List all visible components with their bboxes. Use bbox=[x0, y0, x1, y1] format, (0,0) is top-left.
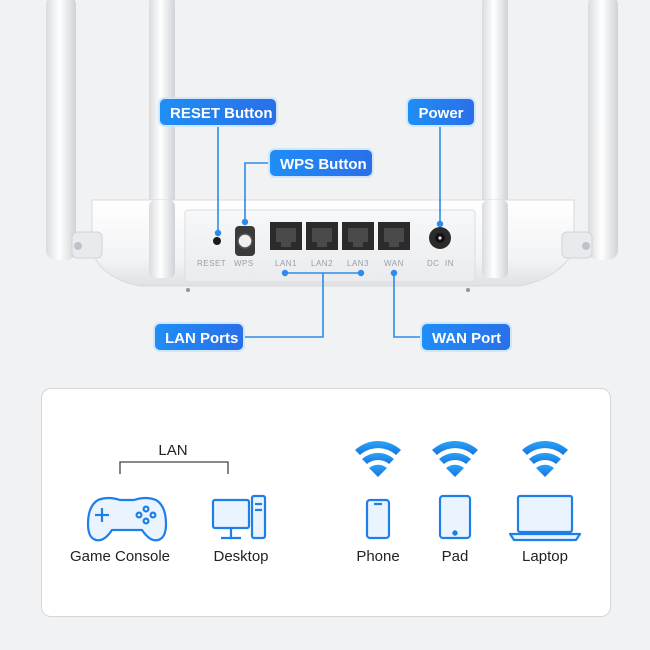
lan-group-title: LAN bbox=[158, 442, 188, 459]
lan-bracket bbox=[119, 461, 229, 474]
phone-icon bbox=[365, 498, 391, 540]
lan3-port bbox=[342, 222, 374, 250]
device-label-game-console: Game Console bbox=[69, 548, 171, 565]
antenna-left bbox=[46, 0, 76, 260]
lan-ports-callout: LAN Ports bbox=[153, 322, 245, 352]
reset-button-callout: RESET Button bbox=[158, 97, 278, 127]
antenna-hinge-right bbox=[561, 231, 593, 259]
wifi-icon bbox=[355, 441, 401, 477]
wifi-icon bbox=[432, 441, 478, 477]
wan-print: WAN bbox=[384, 259, 404, 268]
lan3-print: LAN3 bbox=[347, 259, 370, 268]
antenna-rear-left-base bbox=[149, 200, 175, 278]
wps-print: WPS bbox=[234, 259, 254, 268]
wan-port-callout: WAN Port bbox=[420, 322, 512, 352]
gamepad-icon bbox=[86, 496, 168, 542]
antenna-rear-right-base bbox=[482, 200, 508, 278]
wifi-icon bbox=[522, 441, 568, 477]
power-callout: Power bbox=[406, 97, 476, 127]
device-label-phone: Phone bbox=[356, 548, 400, 565]
laptop-icon bbox=[508, 494, 582, 542]
antenna-hinge-left bbox=[71, 231, 103, 259]
callout-connectors bbox=[214, 126, 444, 338]
dc-in-print: DC IN bbox=[427, 259, 454, 268]
dc-jack bbox=[429, 227, 451, 249]
wps-button bbox=[235, 226, 255, 256]
device-label-pad: Pad bbox=[441, 548, 469, 565]
lan1-print: LAN1 bbox=[275, 259, 298, 268]
wps-button-callout: WPS Button bbox=[268, 148, 374, 178]
device-label-laptop: Laptop bbox=[522, 548, 568, 565]
body-screw-left bbox=[186, 288, 190, 292]
antenna-rear-right bbox=[482, 0, 508, 210]
desktop-icon bbox=[211, 494, 267, 540]
lan1-port bbox=[270, 222, 302, 250]
reset-print: RESET bbox=[197, 259, 227, 268]
lan2-port bbox=[306, 222, 338, 250]
antenna-right bbox=[588, 0, 618, 260]
reset-hole bbox=[213, 237, 221, 245]
wan-port bbox=[378, 222, 410, 250]
device-label-desktop: Desktop bbox=[213, 548, 269, 565]
body-screw-right bbox=[466, 288, 470, 292]
tablet-icon bbox=[438, 494, 472, 540]
lan2-print: LAN2 bbox=[311, 259, 334, 268]
